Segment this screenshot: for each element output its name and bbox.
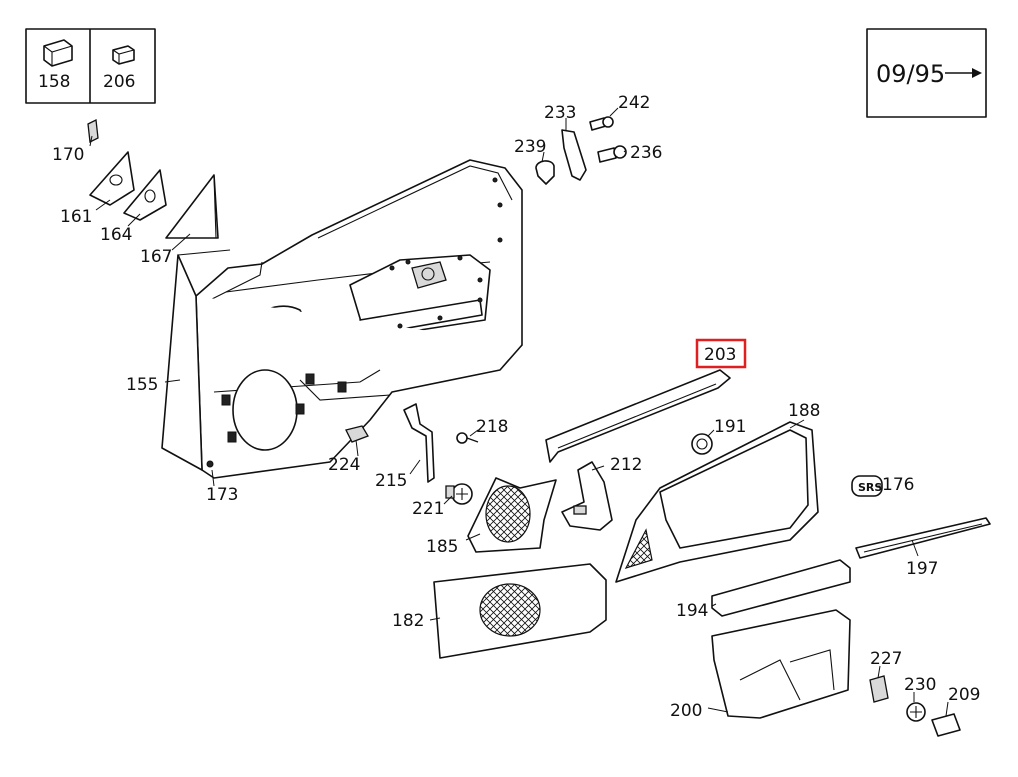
trim-167 [165, 174, 219, 239]
label-155: 155 [126, 375, 158, 395]
clip-170 [87, 119, 99, 143]
arrow-right-icon [945, 68, 982, 78]
label-197: 197 [906, 559, 938, 579]
version-box: 09/95 [866, 28, 987, 118]
trim-strip-203 [545, 369, 731, 463]
speaker-trim-185 [467, 477, 557, 553]
label-170: 170 [52, 145, 84, 165]
pin-218 [456, 432, 479, 444]
leader-lines [89, 107, 949, 717]
label-158: 158 [38, 72, 70, 92]
grommet-191 [691, 433, 713, 455]
label-230: 230 [904, 675, 936, 695]
label-242: 242 [618, 93, 650, 113]
cap-209 [931, 713, 961, 737]
inner-panel-188 [615, 421, 819, 583]
bracket-215 [403, 403, 435, 483]
label-209: 209 [948, 685, 980, 705]
version-text: 09/95 [876, 60, 945, 88]
label-182: 182 [392, 611, 424, 631]
clip-224 [345, 425, 369, 443]
label-176: 176 [882, 475, 914, 495]
label-233: 233 [544, 103, 576, 123]
label-236: 236 [630, 143, 662, 163]
label-164: 164 [100, 225, 132, 245]
label-227: 227 [870, 649, 902, 669]
strip-197 [855, 517, 991, 559]
label-161: 161 [60, 207, 92, 227]
srs-badge-text: SRS [858, 481, 882, 494]
highlight-frame [695, 338, 747, 369]
block-icon [43, 39, 73, 67]
bracket-233 [561, 129, 587, 181]
armrest-194 [711, 559, 851, 617]
handle-212 [561, 461, 613, 531]
block-icon [112, 45, 135, 65]
label-212: 212 [610, 455, 642, 475]
label-191: 191 [714, 417, 746, 437]
trim-161 [89, 151, 135, 206]
screw-230 [906, 702, 926, 722]
label-194: 194 [676, 601, 708, 621]
map-pocket-200 [711, 609, 851, 719]
label-185: 185 [426, 537, 458, 557]
label-167: 167 [140, 247, 172, 267]
screw-236 [597, 145, 627, 163]
srs-badge-176: SRS [851, 475, 883, 497]
label-224: 224 [328, 455, 360, 475]
foil-155 [161, 249, 231, 471]
label-221: 221 [412, 499, 444, 519]
legend-box: 158 206 [25, 28, 156, 104]
screw-221 [445, 483, 473, 505]
label-173: 173 [206, 485, 238, 505]
highlight-203[interactable]: 203 [695, 338, 747, 369]
label-239: 239 [514, 137, 546, 157]
lower-panel-182 [433, 563, 607, 659]
door-panel-173 [195, 159, 523, 479]
clip-227 [869, 675, 889, 703]
trim-164 [123, 169, 167, 221]
label-188: 188 [788, 401, 820, 421]
label-215: 215 [375, 471, 407, 491]
cap-239 [535, 160, 555, 185]
label-200: 200 [670, 701, 702, 721]
label-203: 203 [704, 345, 736, 365]
label-218: 218 [476, 417, 508, 437]
label-206: 206 [103, 72, 135, 92]
screw-242 [589, 116, 614, 131]
